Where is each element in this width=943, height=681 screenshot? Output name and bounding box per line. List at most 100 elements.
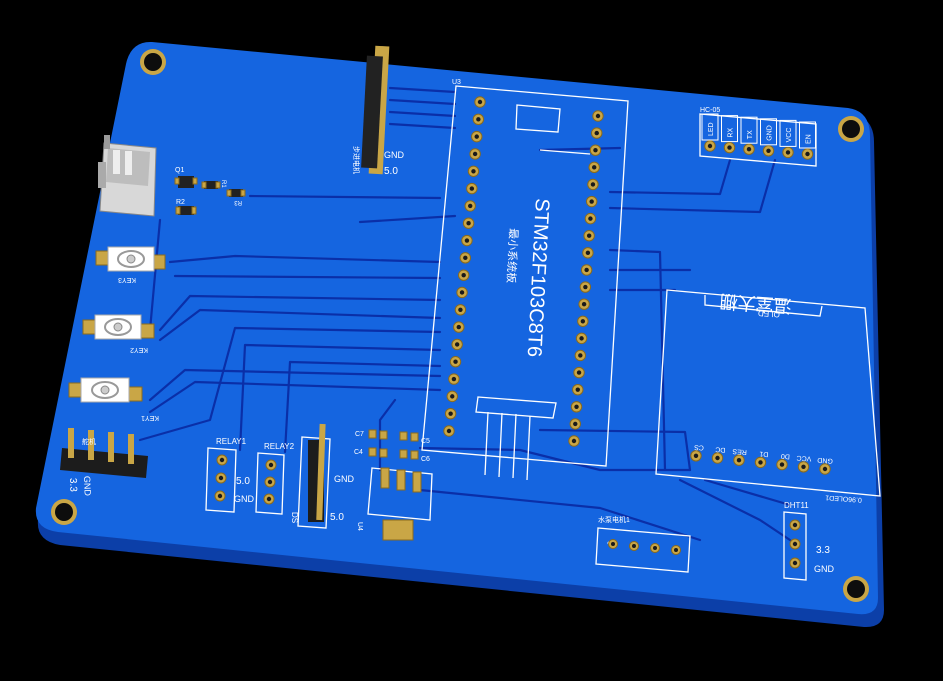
key1-label: KEY1 xyxy=(141,414,159,421)
mcu-pin xyxy=(572,383,584,396)
relay2-header: RELAY2 xyxy=(255,442,295,515)
hc05-label: HC-05 xyxy=(700,107,720,114)
oled-pin-label: D0 xyxy=(781,452,791,460)
mcu-pin xyxy=(446,390,458,403)
mcu-pin xyxy=(582,247,594,259)
hc05-pin-label: TX xyxy=(747,130,754,139)
mcu-ref: U3 xyxy=(452,79,461,86)
mcu-pin xyxy=(459,252,472,264)
q1-label: Q1 xyxy=(175,167,184,174)
mcu-pin xyxy=(573,366,585,379)
mcu-pin xyxy=(457,269,470,281)
dht11-label: DHT11 xyxy=(784,501,809,510)
mcu-pin xyxy=(588,161,600,174)
mcu-pin xyxy=(467,165,480,177)
mcu-pin xyxy=(589,144,602,156)
mcu-pin xyxy=(453,321,465,333)
servo-gnd-label: GND xyxy=(82,476,93,497)
oled-ref: 0.96OLED1 xyxy=(825,493,862,503)
mcu-pin xyxy=(585,195,598,208)
mcu-pin xyxy=(578,298,590,310)
hc05-pin xyxy=(743,143,755,155)
key3-button: KEY3 xyxy=(95,246,166,283)
key1-button: KEY1 xyxy=(68,377,159,421)
oled-pin xyxy=(711,452,724,464)
c7-label: C7 xyxy=(355,431,364,438)
oled-pin-label: CS xyxy=(694,443,705,451)
relay1-5v-label: 5.0 xyxy=(236,476,250,487)
mcu-subtitle: 最小系统板 xyxy=(504,228,521,284)
copper-traces xyxy=(138,86,792,542)
mcu-pin xyxy=(466,182,478,195)
hc05-pin xyxy=(762,145,775,157)
hc05-pin-label: EN xyxy=(806,134,813,144)
stepper-gnd-label: GND xyxy=(384,150,405,160)
mcu-bottom-connector xyxy=(475,396,557,481)
mcu-pin xyxy=(464,200,476,212)
oled-pin-label: D1 xyxy=(759,450,769,458)
c4-label: C4 xyxy=(354,449,363,456)
mcu-pin xyxy=(575,332,588,345)
ds-gnd-label: GND xyxy=(334,474,355,484)
mcu-pin xyxy=(584,212,597,225)
hc05-pin xyxy=(704,140,716,152)
oled-pin-label: GND xyxy=(817,456,833,464)
relay1-gnd-label: GND xyxy=(234,494,255,504)
mcu-pin xyxy=(471,130,483,143)
regulator: U4 xyxy=(356,467,433,541)
u4-label: U4 xyxy=(356,522,363,531)
oled-pin xyxy=(776,458,788,471)
hc05-pin-label: GND xyxy=(767,125,774,141)
mcu-pin xyxy=(591,127,603,139)
dht11-33-label: 3.3 xyxy=(816,545,830,556)
hc05-pin-label: VCC xyxy=(786,128,793,143)
oled-label: OLED xyxy=(758,308,781,319)
ds-5v-label: 5.0 xyxy=(330,512,344,523)
mcu-pin xyxy=(579,281,592,293)
mcu-pin xyxy=(474,96,486,108)
mcu-pin xyxy=(577,315,589,327)
hc05-pin-label: RX xyxy=(728,128,735,138)
mcu-pin xyxy=(461,234,473,247)
ds-label: DS xyxy=(290,512,299,523)
dht11-header: DHT11 3.3 GND xyxy=(783,501,835,581)
hc05-header: HC-05 LED RX TX GND VCC EN xyxy=(699,107,817,167)
stepper-label: 步进电机 xyxy=(352,146,361,174)
mcu-pin xyxy=(449,356,462,368)
oled-pin xyxy=(733,454,745,466)
mcu-pin xyxy=(580,264,593,276)
oled-pin xyxy=(797,461,810,473)
dht11-gnd-label: GND xyxy=(814,564,835,574)
servo-label: 舵机 xyxy=(82,437,96,446)
mcu-pin xyxy=(443,425,455,437)
oled-pin-label: VCC xyxy=(796,454,811,462)
servo-33-label: 3.3 xyxy=(67,478,78,493)
r2-label: R2 xyxy=(176,199,185,206)
relay2-label: RELAY2 xyxy=(264,442,295,451)
mcu-pin xyxy=(451,338,463,351)
mcu-pin-row-right xyxy=(568,110,604,447)
mounting-holes xyxy=(51,49,869,602)
mcu-pin xyxy=(454,304,467,316)
mcu-pin xyxy=(448,373,460,385)
hc05-pin xyxy=(801,148,814,160)
oled-pin-label: RES xyxy=(732,447,747,455)
r3-label: R3 xyxy=(234,199,242,205)
mcu-pin xyxy=(570,401,583,413)
oled-pin xyxy=(819,463,831,475)
mcu-pin xyxy=(444,407,457,420)
key3-label: KEY3 xyxy=(118,276,136,283)
mcu-pin xyxy=(568,435,580,447)
capacitors: C7 C5 C4 C6 xyxy=(354,429,430,463)
mcu-pin xyxy=(569,418,581,430)
hc05-pin xyxy=(782,146,794,159)
mcu-pin xyxy=(462,217,475,229)
hc05-pin-label: LED xyxy=(708,122,715,136)
c6-label: C6 xyxy=(421,456,430,463)
mcu-pin xyxy=(583,230,595,242)
hc05-pin xyxy=(723,141,736,154)
mcu-pin xyxy=(587,178,599,191)
mcu-pin xyxy=(592,110,604,122)
key2-button: KEY2 xyxy=(82,314,155,353)
